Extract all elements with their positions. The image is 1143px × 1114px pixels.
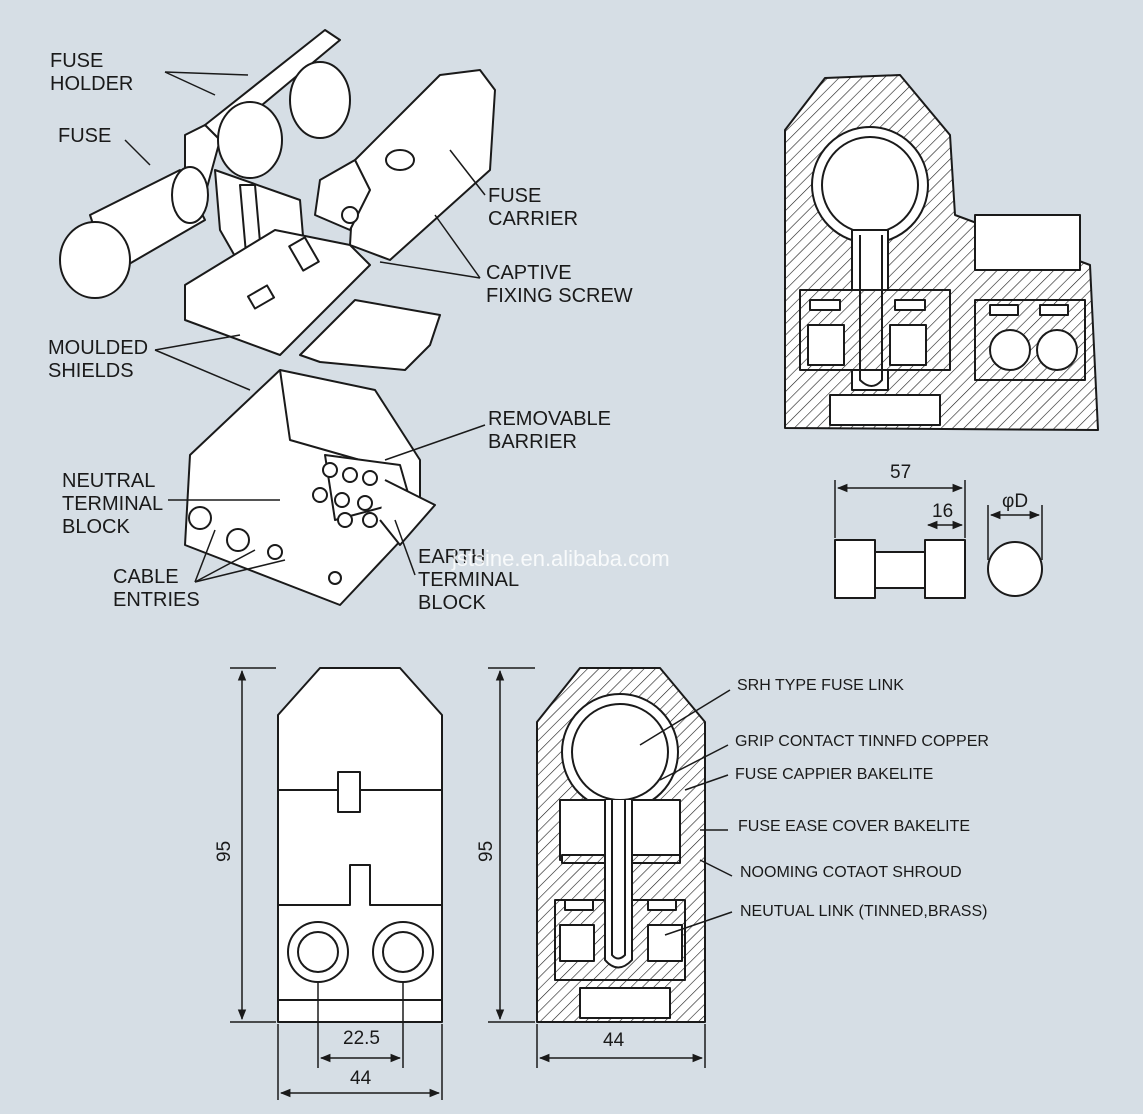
label-fuse: FUSE [58,125,112,147]
callout-neutral-link: NEUTUAL LINK (TINNED,BRASS) [740,903,988,920]
dim-fuse-diameter: φD [1002,491,1029,512]
callout-fuse-carrier: FUSE CAPPIER BAKELITE [735,766,934,783]
front-view-dim-lines [230,667,443,1100]
dim-hole-spacing: 22.5 [343,1028,380,1049]
label-captive-fixing-screw: CAPTIVE FIXING SCREW [486,262,633,307]
callout-fuse-link: SRH TYPE FUSE LINK [737,677,904,694]
dim-front-width: 44 [350,1068,372,1089]
terminal-block [184,369,436,606]
label-earth-terminal-block: EARTH TERMINAL BLOCK [418,546,520,614]
fuse-carrier [314,69,496,261]
fuse-link-side [834,539,966,599]
fuse-link-end [987,541,1043,597]
fuse-link-dim-lines [834,480,1043,560]
callout-contact-shroud: NOOMING COTAOT SHROUD [740,864,962,881]
dim-fuse-length: 57 [890,462,912,483]
dim-front-height: 95 [214,840,235,862]
dim-section-height: 95 [476,840,497,862]
callout-fuse-base: FUSE EASE COVER BAKELITE [738,818,971,835]
label-neutral-terminal-block: NEUTRAL TERMINAL BLOCK [62,470,164,538]
front-view [277,667,443,1023]
section-top-right [784,74,1099,431]
moulded-shield-plate [299,299,441,371]
watermark: jstsine.en.alibaba.com [452,546,670,571]
fuse-holder [184,29,351,266]
label-fuse-carrier: FUSE CARRIER [488,185,579,230]
callout-grip-contact: GRIP CONTACT TINNFD COPPER [735,733,989,750]
section-dim-lines [488,667,706,1068]
section-bottom [536,667,706,1023]
dim-section-width: 44 [603,1030,625,1051]
label-fuse-holder: FUSE HOLDER [50,50,134,95]
label-removable-barrier: REMOVABLE BARRIER [488,408,611,453]
fuse-cartridge [59,166,209,299]
label-cable-entries: CABLE ENTRIES [113,566,200,611]
label-moulded-shields: MOULDED SHIELDS [48,337,149,382]
dim-fuse-cap: 16 [932,501,954,522]
exploded-leader-lines [124,71,486,583]
section-callout-leaders [639,689,733,936]
base-tray [184,229,371,356]
